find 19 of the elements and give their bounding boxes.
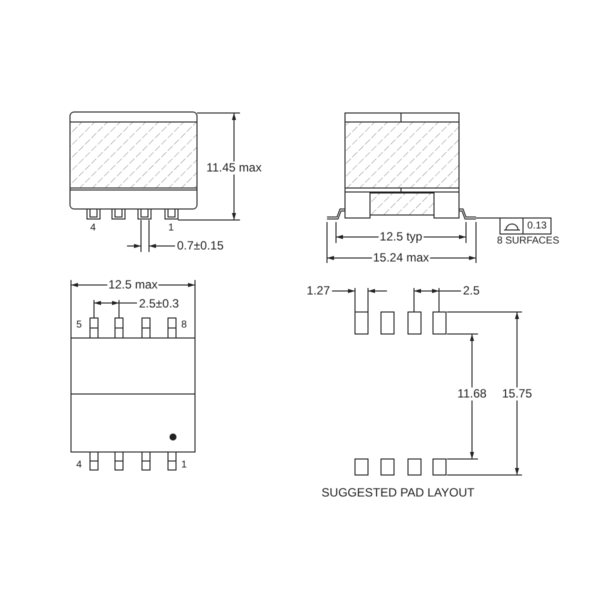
tolerance-value: 0.13 bbox=[527, 220, 547, 232]
pin-number: 1 bbox=[181, 458, 187, 472]
dimension-label: 1.27 bbox=[306, 284, 330, 298]
dimension-label: 12.5 max bbox=[107, 278, 159, 292]
caption: SUGGESTED PAD LAYOUT bbox=[322, 486, 474, 500]
pin-number: 1 bbox=[168, 222, 174, 234]
dimension-label: 12.5 typ bbox=[378, 230, 424, 244]
pin-number: 4 bbox=[76, 458, 82, 472]
pin-number: 8 bbox=[181, 318, 187, 332]
dimension-label: 11.68 bbox=[456, 388, 488, 400]
note-text: 8 SURFACES bbox=[497, 234, 560, 248]
dimension-label: 0.7±0.15 bbox=[177, 240, 224, 252]
dimension-label: 15.75 bbox=[500, 388, 534, 400]
pin-number: 5 bbox=[76, 318, 82, 332]
pin-number: 4 bbox=[90, 222, 96, 234]
dimension-label: 2.5±0.3 bbox=[139, 298, 179, 310]
dimension-label: 2.5 bbox=[463, 284, 480, 298]
dimension-label: 15.24 max bbox=[372, 252, 430, 264]
dimension-label: 11.45 max bbox=[205, 162, 263, 174]
